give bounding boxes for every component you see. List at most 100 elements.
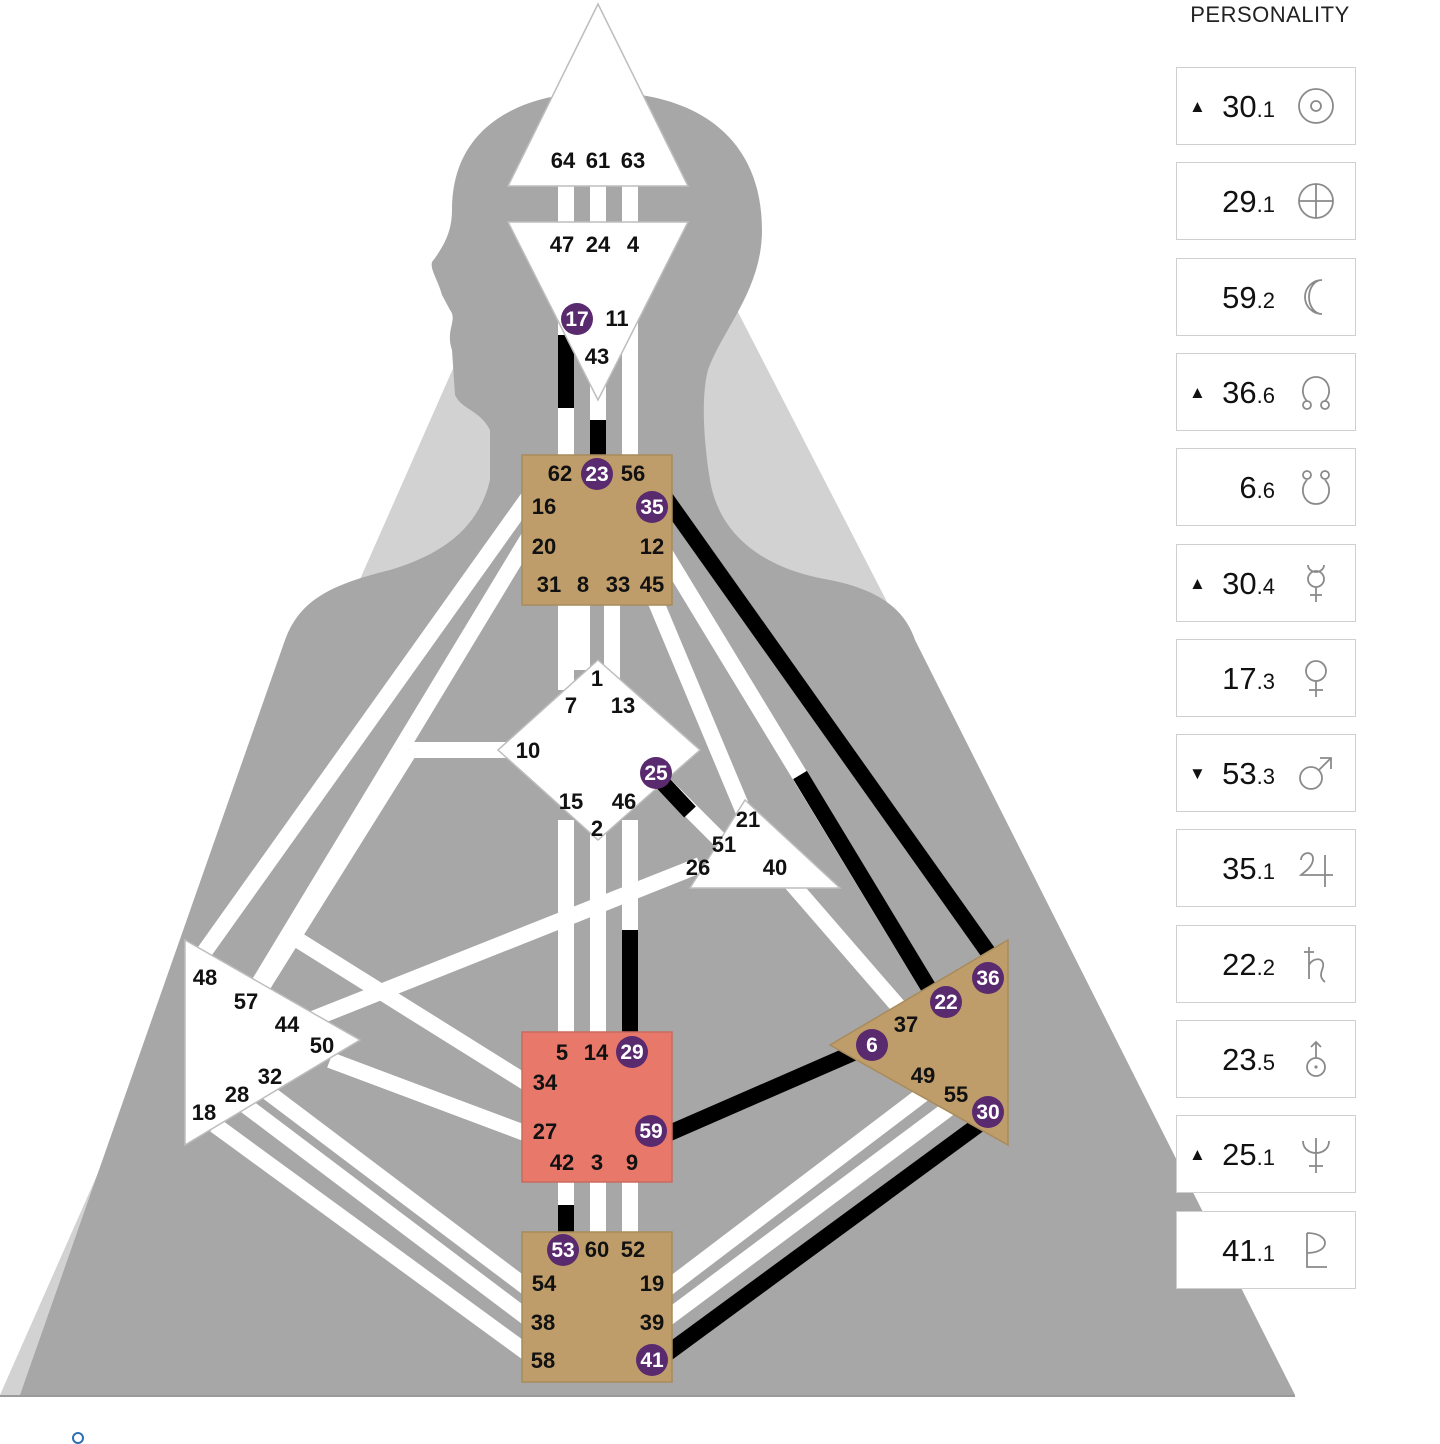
gate-53-activation-marker bbox=[547, 1234, 579, 1266]
planet-row[interactable]: ▼53.3 bbox=[1176, 734, 1356, 813]
gate-number: 30 bbox=[1222, 565, 1257, 601]
gate-41-activation-marker bbox=[636, 1344, 668, 1376]
gate-64-label: 64 bbox=[551, 148, 576, 173]
channel-50-27 bbox=[327, 1052, 533, 1143]
gate-33-label: 33 bbox=[606, 572, 630, 597]
gate-38-label: 38 bbox=[531, 1310, 555, 1335]
gate-34-label: 34 bbox=[533, 1070, 558, 1095]
gate-56-label: 56 bbox=[621, 461, 645, 486]
planet-row[interactable]: 17.3 bbox=[1176, 638, 1356, 717]
corner-circle-icon bbox=[72, 1432, 84, 1444]
channel-40-37 bbox=[773, 864, 917, 1026]
mars-icon bbox=[1299, 757, 1332, 790]
heart-center bbox=[688, 798, 842, 889]
arrow-up-icon: ▲ bbox=[1189, 97, 1206, 116]
planet-row[interactable]: 59.2 bbox=[1176, 257, 1356, 336]
gate-22-activation-marker bbox=[930, 986, 962, 1018]
gate-number: 17 bbox=[1222, 660, 1257, 696]
gate-51-label: 51 bbox=[712, 832, 736, 857]
venus-icon bbox=[1305, 659, 1327, 697]
gate-47-label: 47 bbox=[550, 232, 574, 257]
planet-row[interactable]: 23.5 bbox=[1176, 1020, 1356, 1098]
gate-54-label: 54 bbox=[532, 1271, 557, 1296]
south-node-icon bbox=[1302, 470, 1330, 506]
gate-61-label: 61 bbox=[586, 148, 610, 173]
gate-52-label: 52 bbox=[621, 1237, 645, 1262]
gate-line: .3 bbox=[1256, 668, 1275, 694]
gate-number: 6 bbox=[1239, 470, 1257, 506]
gate-42-label: 42 bbox=[550, 1150, 574, 1175]
planet-gate-value: 25.1 bbox=[1222, 1138, 1275, 1175]
jupiter-icon bbox=[1298, 852, 1333, 888]
planet-row[interactable]: 35.1 bbox=[1176, 829, 1356, 908]
gate-59-label: 59 bbox=[639, 1120, 662, 1143]
channel-45-21 bbox=[647, 596, 753, 819]
planet-row[interactable]: ▲30.4 bbox=[1176, 543, 1356, 622]
planet-gate-value: 23.5 bbox=[1222, 1043, 1275, 1080]
gate-9-label: 9 bbox=[626, 1150, 638, 1175]
gate-6-label: 6 bbox=[866, 1034, 878, 1057]
gate-39-label: 39 bbox=[640, 1310, 664, 1335]
gate-line: .1 bbox=[1256, 1145, 1275, 1171]
planet-row[interactable]: ▲25.1 bbox=[1176, 1115, 1356, 1194]
gate-line: .6 bbox=[1256, 382, 1275, 408]
spleen-center bbox=[184, 938, 362, 1147]
centers bbox=[184, 2, 1009, 1383]
gate-number: 25 bbox=[1222, 1137, 1257, 1173]
gate-6-activation-marker bbox=[856, 1029, 888, 1061]
gate-46-label: 46 bbox=[612, 789, 636, 814]
gate-29-label: 29 bbox=[620, 1041, 643, 1064]
planet-row[interactable]: 6.6 bbox=[1176, 448, 1356, 527]
planet-gate-value: 29.1 bbox=[1222, 185, 1275, 222]
channel-55-39 bbox=[660, 1093, 965, 1327]
gate-25-label: 25 bbox=[644, 762, 668, 785]
channel-49-19 bbox=[660, 1078, 940, 1297]
gate-36-activation-marker bbox=[972, 962, 1004, 994]
gate-32-label: 32 bbox=[258, 1064, 282, 1089]
gate-16-label: 16 bbox=[532, 494, 556, 519]
planet-row[interactable]: 22.2 bbox=[1176, 924, 1356, 1003]
gate-19-label: 19 bbox=[640, 1271, 664, 1296]
gate-number: 35 bbox=[1222, 851, 1257, 887]
gate-5-label: 5 bbox=[556, 1040, 568, 1065]
gate-37-label: 37 bbox=[894, 1012, 918, 1037]
ajna-center bbox=[506, 221, 690, 402]
gate-number: 29 bbox=[1222, 184, 1257, 220]
planet-row[interactable]: 41.1 bbox=[1176, 1210, 1356, 1289]
gate-63-label: 63 bbox=[621, 148, 645, 173]
gate-2-label: 2 bbox=[591, 816, 603, 841]
gate-line: .4 bbox=[1256, 573, 1275, 599]
gate-48-label: 48 bbox=[193, 965, 217, 990]
gate-59-activation-marker bbox=[635, 1115, 667, 1147]
gate-23-label: 23 bbox=[585, 463, 608, 486]
planet-gate-value: 53.3 bbox=[1222, 757, 1275, 794]
gate-24-label: 24 bbox=[586, 232, 611, 257]
mercury-icon bbox=[1307, 564, 1325, 602]
north-node-icon bbox=[1302, 375, 1330, 410]
gate-8-label: 8 bbox=[577, 572, 589, 597]
planet-row[interactable]: ▲30.1 bbox=[1176, 67, 1356, 145]
gate-50-label: 50 bbox=[310, 1033, 334, 1058]
gate-62-label: 62 bbox=[548, 461, 572, 486]
gate-25-activation-marker bbox=[640, 757, 672, 789]
gate-line: .1 bbox=[1256, 97, 1275, 122]
gate-20-label: 20 bbox=[532, 534, 556, 559]
gate-49-label: 49 bbox=[911, 1063, 935, 1088]
planet-gate-value: 41.1 bbox=[1222, 1233, 1275, 1271]
gate-27-label: 27 bbox=[533, 1119, 557, 1144]
gate-12-label: 12 bbox=[640, 534, 664, 559]
gate-10-label: 10 bbox=[516, 738, 540, 763]
planet-row[interactable]: 29.1 bbox=[1176, 162, 1356, 241]
gate-57-label: 57 bbox=[234, 989, 258, 1014]
gate-43-label: 43 bbox=[585, 344, 609, 369]
planet-gate-value: 30.4 bbox=[1222, 565, 1275, 604]
neptune-icon bbox=[1302, 1138, 1330, 1174]
gate-13-label: 13 bbox=[611, 693, 635, 718]
solar-plexus-center bbox=[828, 938, 1009, 1147]
planet-row[interactable]: ▲36.6 bbox=[1176, 352, 1356, 431]
gate-18-label: 18 bbox=[192, 1100, 216, 1125]
personality-title: PERSONALITY bbox=[1190, 2, 1350, 27]
gate-15-label: 15 bbox=[559, 789, 583, 814]
channel-59-6-active bbox=[661, 1042, 864, 1143]
